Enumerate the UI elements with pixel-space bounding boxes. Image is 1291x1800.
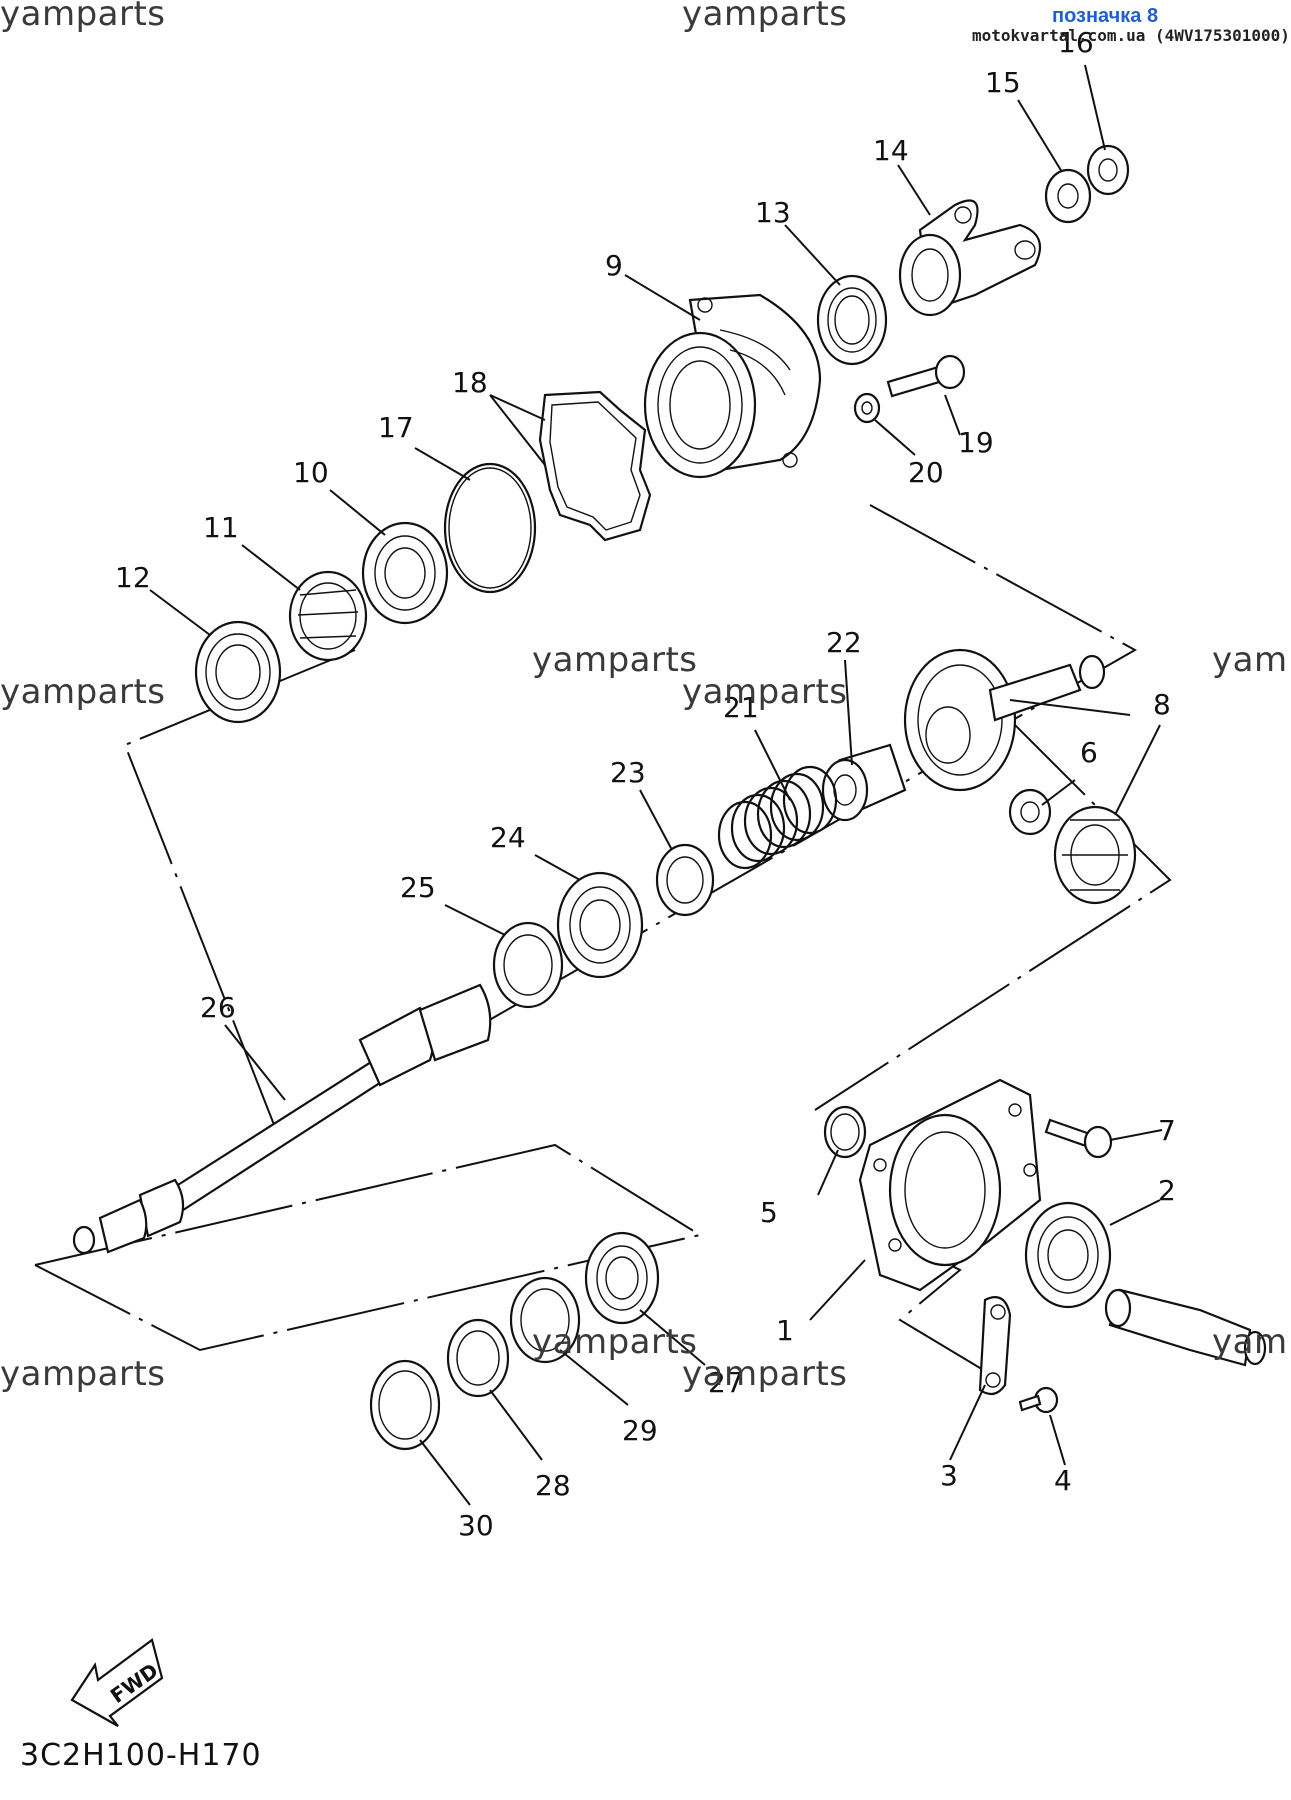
callout-13: 13 xyxy=(755,196,791,229)
part-11-ring-nut xyxy=(288,570,368,662)
watermark: yamparts xyxy=(682,1354,848,1394)
part-2-bearing xyxy=(1024,1201,1112,1309)
watermark: yamparts xyxy=(532,640,698,680)
callout-12: 12 xyxy=(115,561,151,594)
part-12-oil-seal xyxy=(194,620,282,724)
watermark: yamparts xyxy=(682,672,848,712)
watermark: yamparts xyxy=(532,1322,698,1362)
callout-28: 28 xyxy=(535,1469,571,1502)
callout-16: 16 xyxy=(1058,26,1094,59)
callout-numbers: 1 2 3 4 5 6 7 8 9 10 11 12 13 14 15 16 1… xyxy=(115,26,1176,1542)
callout-20: 20 xyxy=(908,456,944,489)
assembly-outline-middle xyxy=(814,709,1172,1111)
part-5-o-ring xyxy=(823,1105,867,1159)
part-18-gasket-shim xyxy=(538,390,652,542)
part-16-flange-nut xyxy=(1086,144,1130,196)
part-25-oil-seal xyxy=(492,921,564,1009)
callout-8: 8 xyxy=(1153,688,1171,721)
part-1-differential-case xyxy=(858,1078,1042,1292)
part-20-washer xyxy=(853,392,881,424)
callout-26: 26 xyxy=(200,991,236,1024)
callout-9: 9 xyxy=(605,249,623,282)
callout-22: 22 xyxy=(826,626,862,659)
part-27-bearing xyxy=(584,1231,660,1325)
watermark: yamparts xyxy=(0,0,166,34)
callout-21: 21 xyxy=(723,691,759,724)
callout-19: 19 xyxy=(958,426,994,459)
part-22-sliding-sleeve xyxy=(821,743,907,822)
part-21-compression-spring xyxy=(717,765,838,870)
part-30-oil-seal xyxy=(369,1359,441,1451)
callout-1: 1 xyxy=(776,1314,794,1347)
callout-5: 5 xyxy=(760,1196,778,1229)
part-14-universal-joint-yoke xyxy=(898,199,1042,317)
part-29-ring-nut xyxy=(509,1276,581,1364)
callout-30: 30 xyxy=(458,1509,494,1542)
assembly-outline-lower xyxy=(34,1143,703,1352)
part-4-screw xyxy=(1018,1386,1059,1414)
callout-29: 29 xyxy=(622,1414,658,1447)
callout-10: 10 xyxy=(293,456,329,489)
callout-7: 7 xyxy=(1158,1114,1176,1147)
callout-6: 6 xyxy=(1080,736,1098,769)
callout-17: 17 xyxy=(378,411,414,444)
watermark: yam xyxy=(1212,640,1288,680)
part-9-bearing-housing xyxy=(643,293,822,479)
callout-15: 15 xyxy=(985,66,1021,99)
watermark: yamparts xyxy=(0,1354,166,1394)
leader-lines xyxy=(149,64,1163,1506)
callout-27: 27 xyxy=(708,1366,744,1399)
part-24-bearing xyxy=(556,871,644,979)
part-15-washer xyxy=(1044,168,1092,224)
part-26-drive-shaft xyxy=(72,983,492,1255)
part-6-nut xyxy=(1008,788,1052,836)
part-3-stay-bracket xyxy=(978,1296,1012,1396)
callout-14: 14 xyxy=(873,134,909,167)
watermark: yamparts xyxy=(682,0,848,34)
callout-25: 25 xyxy=(400,871,436,904)
part-7-bolt xyxy=(1044,1118,1113,1159)
stub-shaft xyxy=(1104,1288,1267,1367)
site-reference: motokvartal.com.ua (4WV175301000) xyxy=(972,26,1290,45)
part-13-oil-seal xyxy=(816,274,888,366)
callout-4: 4 xyxy=(1054,1464,1072,1497)
part-23-collar xyxy=(655,843,715,917)
callout-18: 18 xyxy=(452,366,488,399)
diagram-code: 3C2H100-H170 xyxy=(20,1738,262,1773)
assembly-outline-upper xyxy=(123,504,1138,1142)
part-17-o-ring xyxy=(443,462,537,594)
watermark: yam xyxy=(1212,1322,1288,1362)
callout-24: 24 xyxy=(490,821,526,854)
watermark: yamparts xyxy=(0,672,166,712)
callout-11: 11 xyxy=(203,511,239,544)
callout-2: 2 xyxy=(1158,1174,1176,1207)
part-19-bolt xyxy=(886,354,966,398)
marker-badge: позначка 8 xyxy=(1052,5,1159,27)
fwd-arrow-icon: FWD xyxy=(70,1638,164,1727)
part-8-bevel-gear-set xyxy=(903,648,1106,792)
callout-3: 3 xyxy=(940,1459,958,1492)
part-8-ring-gear xyxy=(1053,805,1137,905)
part-28-collar xyxy=(446,1318,510,1398)
part-10-bearing xyxy=(361,521,449,625)
callout-23: 23 xyxy=(610,756,646,789)
